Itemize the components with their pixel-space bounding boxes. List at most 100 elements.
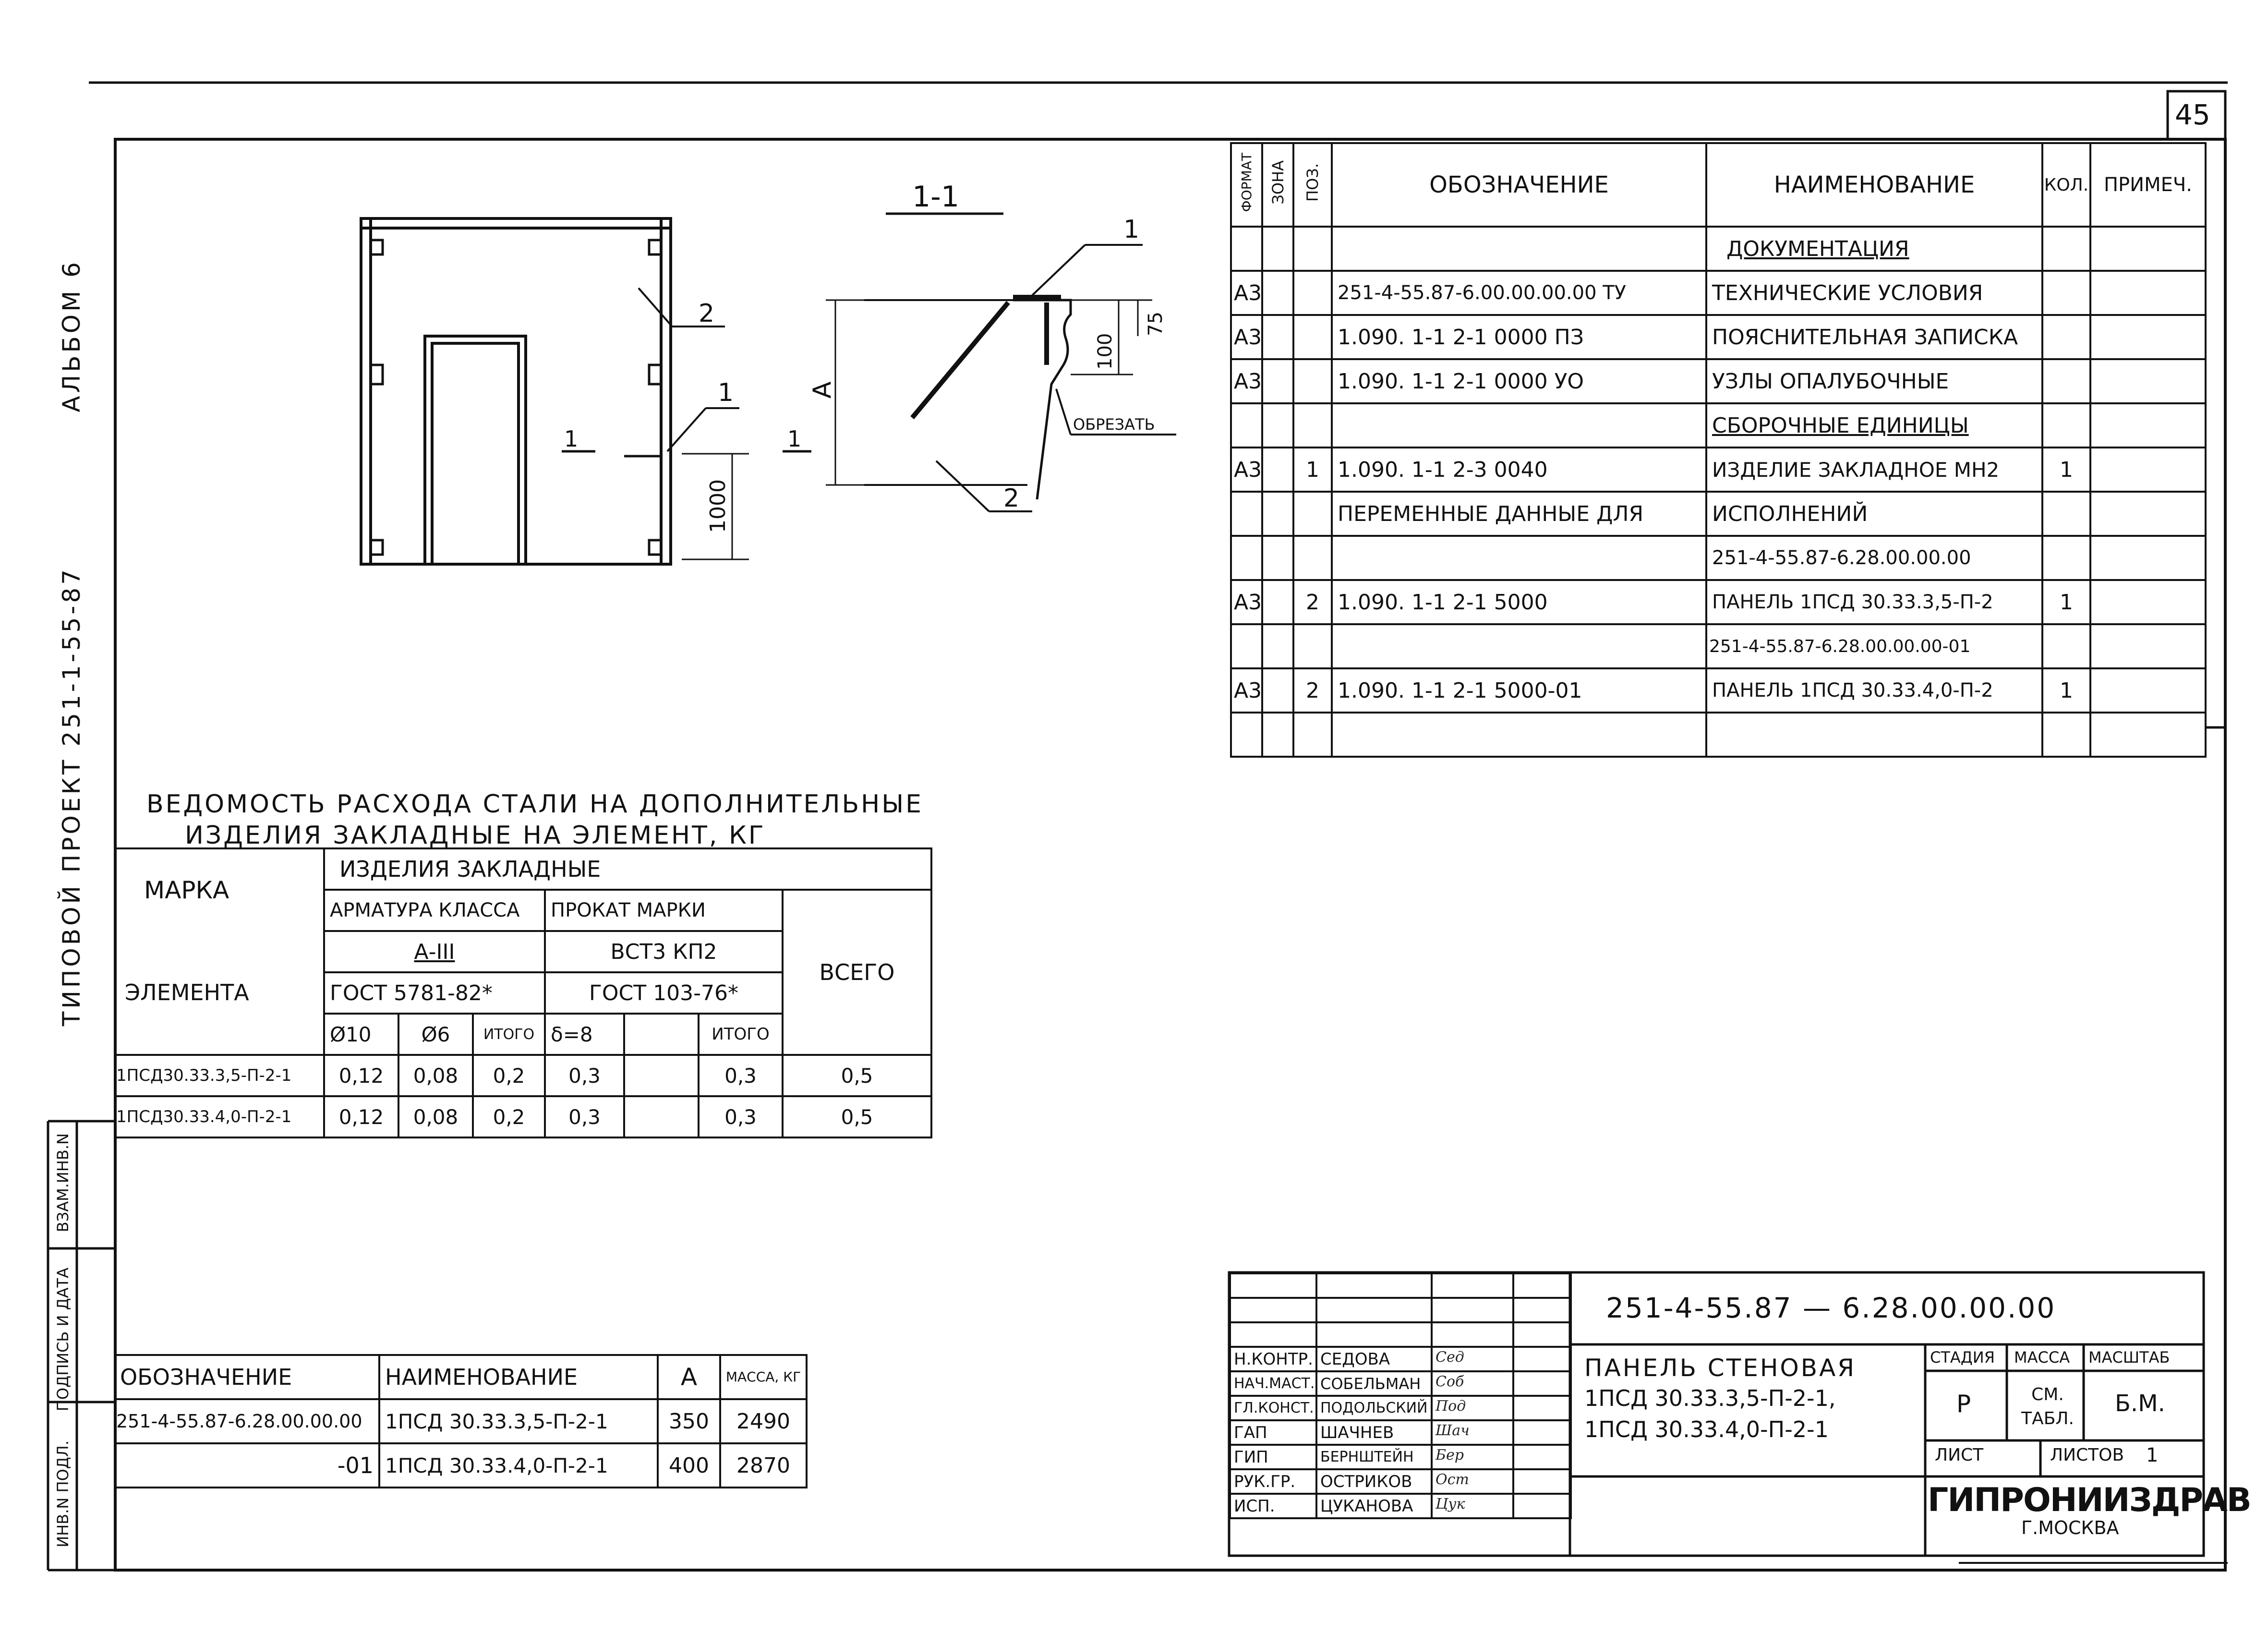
spec-row: ДОКУМЕНТАЦИЯ — [1230, 226, 2207, 272]
sheet-label: ЛИСТ — [1935, 1445, 1984, 1465]
signature-icon: Шач — [1436, 1422, 1470, 1439]
variant-table: ОБОЗНАЧЕНИЕ НАИМЕНОВАНИЕ А МАССА, КГ 251… — [115, 1354, 808, 1488]
cut-mark-left: 1 — [564, 426, 578, 452]
page-number: 45 — [2175, 98, 2210, 131]
steel-sub-total1: ИТОГО — [472, 1013, 546, 1056]
stamp-cell-inv: ИНВ.N ПОДЛ. — [54, 1440, 72, 1548]
stage-label: СТАДИЯ — [1930, 1348, 1995, 1367]
sheets-value: 1 — [2146, 1444, 2159, 1466]
sheets-label: ЛИСТОВ — [2050, 1445, 2124, 1465]
variant-col-name: НАИМЕНОВАНИЕ — [378, 1354, 659, 1400]
callout-1-panel: 1 — [718, 378, 734, 407]
signature-icon: Бер — [1436, 1447, 1464, 1464]
steel-gost-rebar: ГОСТ 5781-82* — [323, 971, 546, 1015]
steel-sub-plate: δ=8 — [544, 1013, 625, 1056]
callout-2-panel: 2 — [699, 299, 714, 328]
organization-city: Г.МОСКВА — [2021, 1517, 2119, 1538]
panel-drawing: 1-1 2 1 1 1 1 2 1000 100 75 A ОБРЕЗАТЬ — [360, 180, 1176, 566]
steel-rolled-header: ПРОКАТ МАРКИ — [544, 889, 784, 932]
steel-title-line1: ВЕДОМОСТЬ РАСХОДА СТАЛИ НА ДОПОЛНИТЕЛЬНЫ… — [146, 790, 923, 819]
spec-col-format: ФОРМАТ — [1239, 152, 1255, 212]
steel-table: МАРКА ИЗДЕЛИЯ ЗАКЛАДНЫЕ АРМАТУРА КЛАССА … — [115, 847, 933, 1138]
spec-row — [1230, 712, 2207, 758]
steel-sub-d10: Ø10 — [323, 1013, 399, 1056]
variant-row: 251-4-55.87-6.28.00.00.00 1ПСД 30.33.3,5… — [115, 1398, 808, 1444]
cut-note: ОБРЕЗАТЬ — [1073, 415, 1155, 434]
variant-col-mass: МАССА, КГ — [719, 1354, 808, 1400]
spec-row: 251-4-55.87-6.28.00.00.00-01 — [1230, 623, 2207, 669]
steel-rolled-grade: ВСТ3 КП2 — [544, 930, 784, 973]
steel-gost-rolled: ГОСТ 103-76* — [544, 971, 784, 1015]
cut-mark-right: 1 — [787, 426, 801, 452]
stamp-cell-replace: ВЗАМ.ИНВ.N — [54, 1133, 72, 1233]
signature-icon: Ост — [1436, 1471, 1469, 1488]
scale-value: Б.М. — [2115, 1390, 2165, 1417]
variant-row: -01 1ПСД 30.33.4,0-П-2-1 400 2870 — [115, 1442, 808, 1488]
spec-col-designation: ОБОЗНАЧЕНИЕ — [1331, 142, 1707, 228]
steel-rebar-header: АРМАТУРА КЛАССА — [323, 889, 546, 932]
spec-col-zone: ЗОНА — [1268, 160, 1287, 205]
panel-outline — [360, 217, 672, 566]
steel-sub-d6: Ø6 — [398, 1013, 474, 1056]
callout-1-section: 1 — [1123, 215, 1139, 244]
steel-col-element: ЭЛЕМЕНТА — [115, 931, 325, 1056]
mass-label: МАССА — [2014, 1348, 2070, 1367]
steel-col-mark: МАРКА — [115, 847, 325, 931]
title-line1: ПАНЕЛЬ СТЕНОВАЯ — [1584, 1354, 1857, 1382]
spec-row: 251-4-55.87-6.28.00.00.00 — [1230, 535, 2207, 581]
door-opening — [423, 335, 527, 566]
stage-value: Р — [1956, 1390, 1971, 1418]
section-title: 1-1 — [912, 180, 959, 214]
steel-row: 1ПСД30.33.3,5-П-2-1 0,12 0,08 0,2 0,3 0,… — [115, 1054, 933, 1097]
spec-section-heading: СБОРОЧНЫЕ ЕДИНИЦЫ — [1705, 402, 2043, 448]
steel-group-header: ИЗДЕЛИЯ ЗАКЛАДНЫЕ — [323, 847, 933, 891]
variant-col-a: А — [657, 1354, 721, 1400]
signature-icon: Цук — [1436, 1496, 1465, 1512]
scale-label: МАСШТАБ — [2088, 1348, 2170, 1367]
stamp-cell-sign: ПОДПИСЬ И ДАТА — [54, 1268, 72, 1412]
spec-header-row: ФОРМАТ ЗОНА ПОЗ. ОБОЗНАЧЕНИЕ НАИМЕНОВАНИ… — [1230, 142, 2207, 228]
callout-2-section: 2 — [1003, 484, 1019, 513]
dim-100: 100 — [1094, 333, 1116, 370]
signature-icon: Соб — [1436, 1373, 1464, 1390]
spec-section-heading: ДОКУМЕНТАЦИЯ — [1705, 226, 2043, 272]
dim-A: A — [808, 381, 837, 399]
spec-table: ФОРМАТ ЗОНА ПОЗ. ОБОЗНАЧЕНИЕ НАИМЕНОВАНИ… — [1230, 142, 2207, 758]
spec-row: СБОРОЧНЫЕ ЕДИНИЦЫ — [1230, 402, 2207, 448]
steel-total-header: ВСЕГО — [781, 889, 933, 1056]
mass-value: СМ. ТАБЛ. — [2021, 1385, 2074, 1428]
steel-sub-empty — [623, 1013, 700, 1056]
dim-75: 75 — [1145, 312, 1167, 336]
spec-col-note: ПРИМЕЧ. — [2089, 142, 2207, 228]
spec-col-qty: КОЛ. — [2041, 142, 2091, 228]
steel-rebar-class: А-III — [323, 930, 546, 973]
steel-sub-total2: ИТОГО — [698, 1013, 784, 1056]
organization-logo: ГИПРОНИИЗДРАВ — [1928, 1481, 2252, 1519]
steel-title-line2: ИЗДЕЛИЯ ЗАКЛАДНЫЕ НА ЭЛЕМЕНТ, КГ — [185, 821, 766, 850]
steel-row: 1ПСД30.33.4,0-П-2-1 0,12 0,08 0,2 0,3 0,… — [115, 1095, 933, 1138]
spec-col-name: НАИМЕНОВАНИЕ — [1705, 142, 2043, 228]
signature-icon: Под — [1436, 1398, 1466, 1415]
variant-col-designation: ОБОЗНАЧЕНИЕ — [115, 1354, 380, 1400]
spec-col-pos: ПОЗ. — [1303, 163, 1322, 202]
title-line2: 1ПСД 30.33.3,5-П-2-1, — [1584, 1385, 1836, 1411]
title-line3: 1ПСД 30.33.4,0-П-2-1 — [1584, 1416, 1829, 1442]
document-code: 251-4-55.87 — 6.28.00.00.00 — [1606, 1292, 2056, 1324]
signature-icon: Сед — [1436, 1349, 1464, 1366]
dim-1000: 1000 — [706, 479, 730, 533]
